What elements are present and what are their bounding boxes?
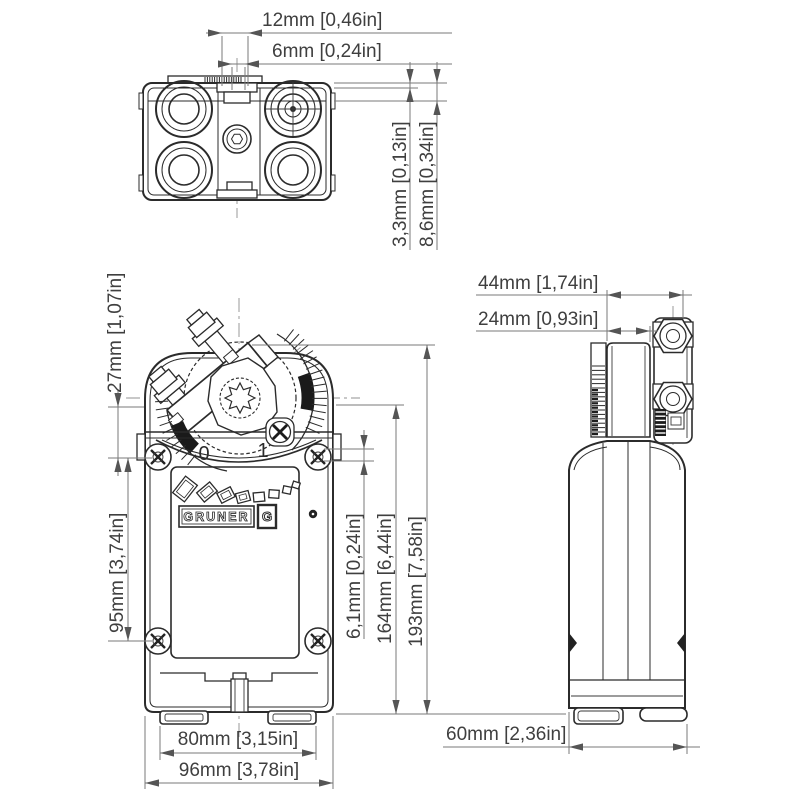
edge-tab: [330, 174, 336, 192]
clamp-jaw: [207, 357, 278, 436]
mounting-screw: [144, 443, 172, 471]
dim-front-screw-spacing: 95mm [3,74in]: [107, 513, 128, 633]
dim-side-clamp-overhang: 44mm [1,74in]: [478, 273, 598, 294]
side-body-outline: [568, 440, 686, 709]
position-wedge-right: [297, 372, 315, 411]
dim-top-offset-small: 3,3mm [0,13in]: [390, 121, 411, 247]
clamp-bolt: [185, 308, 238, 366]
dim-top-tab-width: 12mm [0,46in]: [262, 10, 382, 31]
rubber-grommet: [155, 141, 213, 199]
clamp-tab-top: [216, 82, 258, 93]
dim-front-screw-inset: 6,1mm [0,24in]: [344, 513, 365, 639]
brand-logo-box: [256, 503, 278, 530]
dim-front-housing-height: 164mm [6,44in]: [375, 513, 396, 644]
side-foot-left: [573, 707, 624, 725]
brand-logo-letter: G: [262, 509, 272, 524]
clamp-tab-top-inner: [223, 91, 251, 104]
rubber-grommet: [264, 141, 322, 199]
clamp-window: [222, 348, 240, 366]
dim-front-housing-width: 96mm [3,78in]: [179, 760, 299, 781]
side-foot-right: [639, 707, 688, 722]
angle-scale-ticks: [155, 329, 328, 466]
foot-inner: [272, 713, 312, 722]
dim-front-overall-height: 193mm [7,58in]: [406, 516, 427, 647]
dimension-arrows: [114, 29, 687, 787]
cable-bracket: [230, 678, 249, 713]
phillips-screw: [265, 417, 295, 447]
mounting-foot-right: [267, 710, 317, 725]
scale-number-one: 1: [257, 440, 268, 462]
dim-front-foot-spacing: 80mm [3,15in]: [178, 729, 298, 750]
front-view: GRUNER G 0 1: [126, 298, 360, 740]
dim-side-housing-depth: 60mm [2,36in]: [446, 724, 566, 745]
center-hub: [222, 124, 252, 154]
shoulder-inner-right: [649, 446, 681, 471]
cable-bracket-inner: [234, 678, 245, 713]
dimension-annotations: 12mm [0,46in] 6mm [0,24in] 3,3mm [0,13in…: [105, 10, 700, 789]
dim-top-offset-large: 8,6mm [0,34in]: [417, 121, 438, 247]
scale-number-zero: 0: [198, 443, 209, 465]
neck-outline: [606, 342, 651, 438]
edge-tab: [138, 174, 144, 192]
side-view: [568, 306, 694, 725]
position-indicator-windows: [171, 475, 302, 505]
led-center: [311, 512, 315, 516]
rubber-grommet: [155, 80, 213, 138]
mounting-screw: [304, 443, 332, 471]
housing-inner: [149, 357, 329, 708]
foot-inner: [577, 710, 620, 722]
cover-panel: [170, 466, 300, 659]
snap-clip-left: [569, 633, 577, 653]
shaft-opening-star: [223, 381, 257, 415]
clip-detail: [655, 409, 685, 436]
top-view: [138, 58, 336, 218]
cover-arc-inner: [161, 439, 317, 459]
snap-clip-right: [677, 633, 685, 653]
mounting-foot-left: [159, 710, 209, 725]
brand-name: GRUNER: [183, 510, 249, 524]
position-wedge-left: [170, 420, 200, 454]
hex-nut: [653, 318, 693, 354]
jaw-serration: [219, 377, 261, 419]
drive-shaft-grommet: [264, 80, 322, 138]
dim-top-slot-width: 6mm [0,24in]: [272, 41, 382, 62]
rack-teeth: [592, 365, 605, 436]
edge-tab: [138, 92, 144, 110]
dim-side-shaft-depth: 24mm [0,93in]: [478, 309, 598, 330]
cover-arc: [155, 439, 323, 463]
clamp-tab-bottom: [216, 189, 258, 199]
foot-inner: [164, 713, 204, 722]
dim-front-clamp-offset: 27mm [1,07in]: [105, 273, 126, 393]
mounting-screw: [304, 627, 332, 655]
side-tab-left: [136, 433, 146, 461]
side-tab-right: [332, 433, 342, 461]
brand-plate: GRUNER G: [178, 503, 278, 530]
